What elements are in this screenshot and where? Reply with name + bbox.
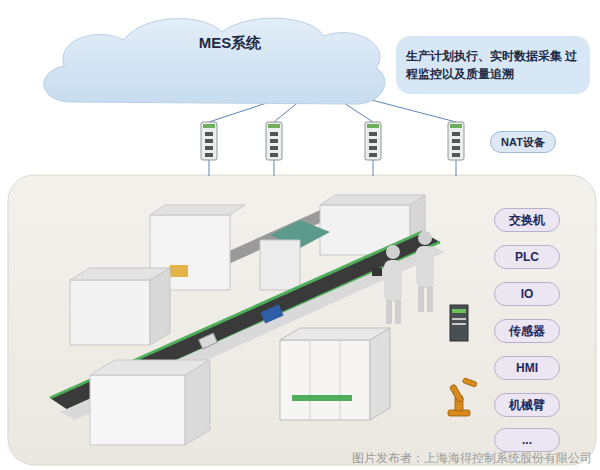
node-text: 生产计划执行、实时数据采集 过程监控以及质量追溯 [406,47,580,83]
info-box: 生产计划执行、实时数据采集 过程监控以及质量追溯 [396,36,590,94]
cloud-system: MES系统 [30,10,390,110]
component-pill: 传感器 [494,319,560,343]
node-text: ... [522,433,532,447]
node-text: 交换机 [509,212,545,229]
nat-device-icons [201,122,464,160]
cloud-outline [44,18,385,104]
node-text: HMI [516,361,538,375]
node-text: 机械臂 [509,397,545,414]
node-text: NAT设备 [501,135,545,150]
plc-device-icon [450,305,468,341]
cloud-shape [30,10,390,110]
component-pill: ... [494,428,560,452]
component-pill: PLC [494,245,560,269]
component-pill: 交换机 [494,208,560,232]
component-pill: IO [494,282,560,306]
component-pill: HMI [494,356,560,380]
node-text: MES系统 [30,34,390,53]
watermark: 图片发布者：上海海得控制系统股份有限公司 [352,450,592,467]
node-text: 传感器 [509,323,545,340]
production-line [50,195,445,445]
component-pill: 机械臂 [494,393,560,417]
factory-panel [8,175,596,465]
nat-label-box: NAT设备 [490,131,556,153]
node-text: IO [521,287,534,301]
robot-arm-icon [448,378,477,416]
node-text: PLC [515,250,539,264]
